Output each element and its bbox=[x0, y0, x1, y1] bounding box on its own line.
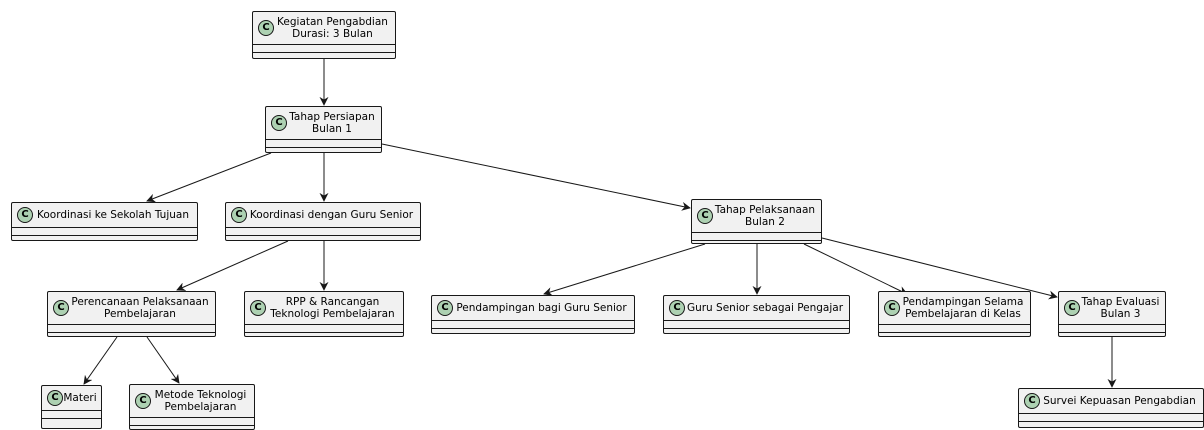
class-c-badge-icon: C bbox=[17, 207, 33, 223]
class-section-divider bbox=[1059, 324, 1165, 325]
class-c-badge-icon: C bbox=[258, 20, 274, 36]
class-label: Koordinasi ke Sekolah Tujuan bbox=[37, 209, 189, 221]
class-section-divider bbox=[692, 240, 821, 241]
class-label: RPP & Rancangan Teknologi Pembelajaran bbox=[270, 296, 395, 320]
class-section-divider bbox=[226, 235, 420, 236]
class-label: Pendampingan Selama Pembelajaran di Kela… bbox=[902, 296, 1024, 320]
edge-pelaksanaan-to-pendampingan-kelas bbox=[803, 243, 908, 295]
class-section-divider bbox=[12, 235, 197, 236]
class-label: Perencanaan Pelaksanaan Pembelajaran bbox=[71, 296, 209, 320]
class-section-divider bbox=[130, 417, 254, 418]
class-section-divider bbox=[879, 324, 1030, 325]
class-section-divider bbox=[1059, 332, 1165, 333]
class-c-badge-icon: C bbox=[1064, 300, 1080, 316]
class-section-divider bbox=[1019, 421, 1203, 422]
edge-persiapan-to-koordinasi-sekolah bbox=[146, 152, 272, 203]
class-section-divider bbox=[245, 332, 403, 333]
edge-persiapan-to-pelaksanaan bbox=[381, 143, 691, 211]
class-c-badge-icon: C bbox=[697, 208, 713, 224]
class-label: Guru Senior sebagai Pengajar bbox=[686, 302, 844, 314]
class-section-divider bbox=[664, 328, 849, 329]
class-label: Metode Teknologi Pembelajaran bbox=[154, 389, 247, 413]
class-section-divider bbox=[1019, 413, 1203, 414]
edge-perencanaan-to-metode bbox=[146, 336, 180, 384]
class-label: Kegiatan Pengabdian Durasi: 3 Bulan bbox=[277, 16, 388, 40]
class-c-badge-icon: C bbox=[271, 115, 287, 131]
class-section-divider bbox=[879, 332, 1030, 333]
class-c-badge-icon: C bbox=[884, 300, 900, 316]
class-section-divider bbox=[48, 324, 215, 325]
class-section-divider bbox=[48, 332, 215, 333]
class-label: Materi bbox=[63, 392, 97, 404]
class-label: Pendampingan bagi Guru Senior bbox=[456, 302, 627, 314]
class-section-divider bbox=[42, 410, 101, 411]
class-section-divider bbox=[432, 320, 634, 321]
class-section-divider bbox=[253, 44, 395, 45]
class-section-divider bbox=[12, 227, 197, 228]
class-c-badge-icon: C bbox=[53, 300, 69, 316]
edge-pelaksanaan-to-evaluasi bbox=[821, 237, 1058, 300]
class-section-divider bbox=[253, 52, 395, 53]
class-section-divider bbox=[692, 232, 821, 233]
class-c-badge-icon: C bbox=[250, 300, 266, 316]
class-header: C Koordinasi ke Sekolah Tujuan bbox=[12, 203, 197, 227]
class-section-divider bbox=[266, 139, 381, 140]
edge-koordinasi-guru-to-perencanaan bbox=[176, 240, 289, 291]
class-label: Tahap Persiapan Bulan 1 bbox=[289, 111, 375, 135]
class-section-divider bbox=[130, 425, 254, 426]
class-c-badge-icon: C bbox=[47, 390, 63, 406]
class-section-divider bbox=[664, 320, 849, 321]
class-c-badge-icon: C bbox=[437, 300, 453, 316]
class-label: Survei Kepuasan Pengabdian bbox=[1043, 395, 1196, 407]
class-c-badge-icon: C bbox=[231, 207, 247, 223]
class-label: Tahap Pelaksanaan Bulan 2 bbox=[714, 204, 816, 228]
edge-perencanaan-to-materi bbox=[83, 336, 118, 385]
class-c-badge-icon: C bbox=[135, 393, 151, 409]
class-section-divider bbox=[42, 418, 101, 419]
class-section-divider bbox=[245, 324, 403, 325]
class-label: Koordinasi dengan Guru Senior bbox=[249, 209, 414, 221]
class-node-koordinasi-sekolah[interactable]: C Koordinasi ke Sekolah Tujuan bbox=[11, 202, 198, 241]
class-c-badge-icon: C bbox=[669, 300, 685, 316]
class-label: Tahap Evaluasi Bulan 3 bbox=[1081, 296, 1160, 320]
edge-pelaksanaan-to-pendampingan-guru bbox=[543, 243, 706, 296]
class-section-divider bbox=[226, 227, 420, 228]
class-section-divider bbox=[432, 328, 634, 329]
class-c-badge-icon: C bbox=[1024, 393, 1040, 409]
class-section-divider bbox=[266, 147, 381, 148]
